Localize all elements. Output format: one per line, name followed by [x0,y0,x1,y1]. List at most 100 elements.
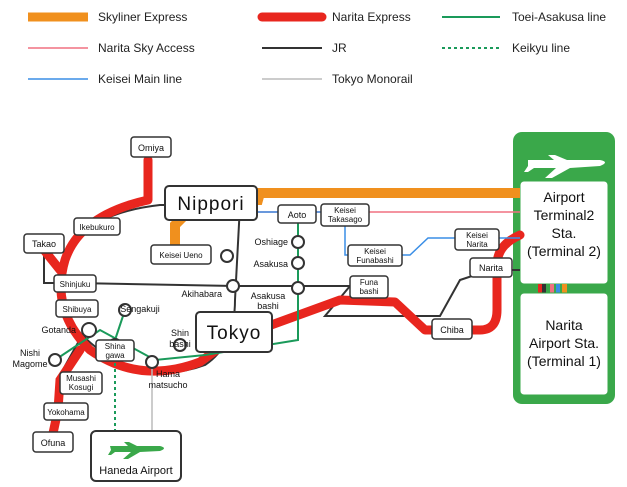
jr-chuo-cross [74,282,236,287]
terminal-1-line2: Airport Sta. [529,335,599,351]
station-label-shinagawa-2: gawa [105,351,125,360]
station-label-funabashi-1: Funa [360,278,379,287]
station-label-takao: Takao [32,239,56,249]
station-label-ikebukuro: Ikebukuro [79,223,115,232]
station-label-gotanda: Gotanda [41,325,76,335]
station-label-keisei-takasago-1: Keisei [334,206,356,215]
narita-express-line [56,155,525,376]
station-dot-shinbashi[interactable] [173,338,187,352]
haneda-box[interactable] [90,430,182,482]
station-dot-asakusa[interactable] [291,256,305,270]
station-label-keisei-narita-2: Narita [466,240,488,249]
station-chiba[interactable] [431,318,473,340]
station-keisei-narita[interactable] [454,228,500,251]
legend-item-toei-asakusa: Toei-Asakusa line [442,10,606,24]
station-dot-oshiage[interactable] [291,235,305,249]
legend-label-skyliner: Skyliner Express [98,10,187,24]
station-label-keisei-funabashi-2: Funabashi [356,256,394,265]
legend-label-tokyo-monorail: Tokyo Monorail [332,72,413,86]
station-label-shinjuku: Shinjuku [60,280,91,289]
legend-item-skyliner: Skyliner Express [28,10,187,24]
station-label-chiba: Chiba [440,325,464,335]
legend-item-tokyo-monorail: Tokyo Monorail [262,72,413,86]
haneda-label: Haneda Airport [99,465,172,477]
station-label-narita: Narita [479,263,503,273]
station-label-keisei-ueno: Keisei Ueno [159,251,203,260]
terminal-1-box[interactable] [519,292,609,396]
station-label-shibuya: Shibuya [63,305,92,314]
legend-label-toei-asakusa: Toei-Asakusa line [512,10,606,24]
station-dot-akihabara[interactable] [226,279,240,293]
station-ikebukuro[interactable] [73,217,121,236]
station-label-nishi-magome-1: Nishi [20,348,40,358]
station-label-ofuna: Ofuna [41,438,66,448]
station-tokyo[interactable] [195,311,273,353]
station-label-shinbashi-1: Shin [171,328,189,338]
station-label-asakusabashi-2: bashi [257,301,279,311]
station-label-keisei-narita-1: Keisei [466,231,488,240]
station-markers [48,235,305,369]
terminal-2-line2: Terminal2 [534,207,595,223]
station-dot-gotanda[interactable] [81,322,97,338]
station-label-oshiage: Oshiage [254,237,288,247]
station-label-funabashi-2: bashi [359,287,378,296]
station-label-shinbashi-2: bashi [169,339,191,349]
terminal-2-line3: Sta. [552,225,577,241]
station-dot-ueno[interactable] [220,249,234,263]
station-label-akihabara: Akihabara [181,289,222,299]
terminal-2-line4: (Terminal 2) [527,243,601,259]
station-shinagawa[interactable] [95,339,135,362]
legend: Skyliner Express Narita Express Toei-Asa… [28,10,606,86]
legend-item-jr: JR [262,41,347,55]
legend-item-narita-express: Narita Express [257,10,411,24]
station-shinjuku[interactable] [53,274,97,293]
station-label-keisei-funabashi-1: Keisei [364,247,386,256]
station-funabashi[interactable] [349,275,389,299]
station-musashi-kosugi[interactable] [59,371,103,395]
station-label-musashi-kosugi-1: Musashi [66,374,96,383]
station-dot-nishi-magome[interactable] [48,353,62,367]
terminal-2-line1: Airport [543,189,584,205]
station-label-shinagawa-1: Shina [105,342,126,351]
legend-label-narita-sky-access: Narita Sky Access [98,41,195,55]
station-ofuna[interactable] [32,431,74,453]
station-label-musashi-kosugi-2: Kosugi [69,383,94,392]
station-keisei-ueno[interactable] [150,244,212,265]
haneda-airport[interactable]: Haneda Airport [90,430,182,482]
station-label-hamamatsucho-1: Hama [156,369,180,379]
station-yokohama[interactable] [43,402,89,421]
terminal-1-line1: Narita [545,317,583,333]
station-label-keisei-takasago-2: Takasago [328,215,363,224]
station-omiya[interactable] [130,136,172,158]
station-narita[interactable] [469,257,513,278]
legend-item-keisei-main: Keisei Main line [28,72,182,86]
narita-express-ofuna-branch [47,345,85,443]
station-dot-asakusabashi[interactable] [291,281,305,295]
station-keisei-funabashi[interactable] [347,244,403,267]
station-label-sengakuji: Sengakuji [120,304,160,314]
legend-label-jr: JR [332,41,347,55]
station-shibuya[interactable] [55,299,99,318]
legend-label-keisei-main: Keisei Main line [98,72,182,86]
station-aoto[interactable] [277,204,317,224]
narita-airport-panel: Airport Terminal2 Sta. (Terminal 2) Nari… [513,132,615,404]
station-dot-sengakuji[interactable] [118,303,132,317]
station-label-hamamatsucho-2: matsucho [148,380,187,390]
station-dot-hamamatsucho[interactable] [145,355,159,369]
legend-item-narita-sky-access: Narita Sky Access [28,41,195,55]
station-label-asakusabashi-1: Asakusa [251,291,286,301]
station-label-tokyo: Tokyo [207,323,262,344]
station-label-omiya: Omiya [138,143,164,153]
station-nippori[interactable] [164,185,258,221]
terminal-1-line3: (Terminal 1) [527,353,601,369]
station-takao[interactable] [23,233,65,254]
station-label-nishi-magome-2: Magome [12,359,47,369]
terminal-connector-stripes [538,284,567,293]
station-label-yokohama: Yokohama [47,408,85,417]
legend-item-keikyu: Keikyu line [442,41,570,55]
legend-label-keikyu: Keikyu line [512,41,570,55]
station-keisei-takasago[interactable] [320,203,370,227]
station-label-nippori: Nippori [177,194,244,215]
station-label-aoto: Aoto [288,210,307,220]
